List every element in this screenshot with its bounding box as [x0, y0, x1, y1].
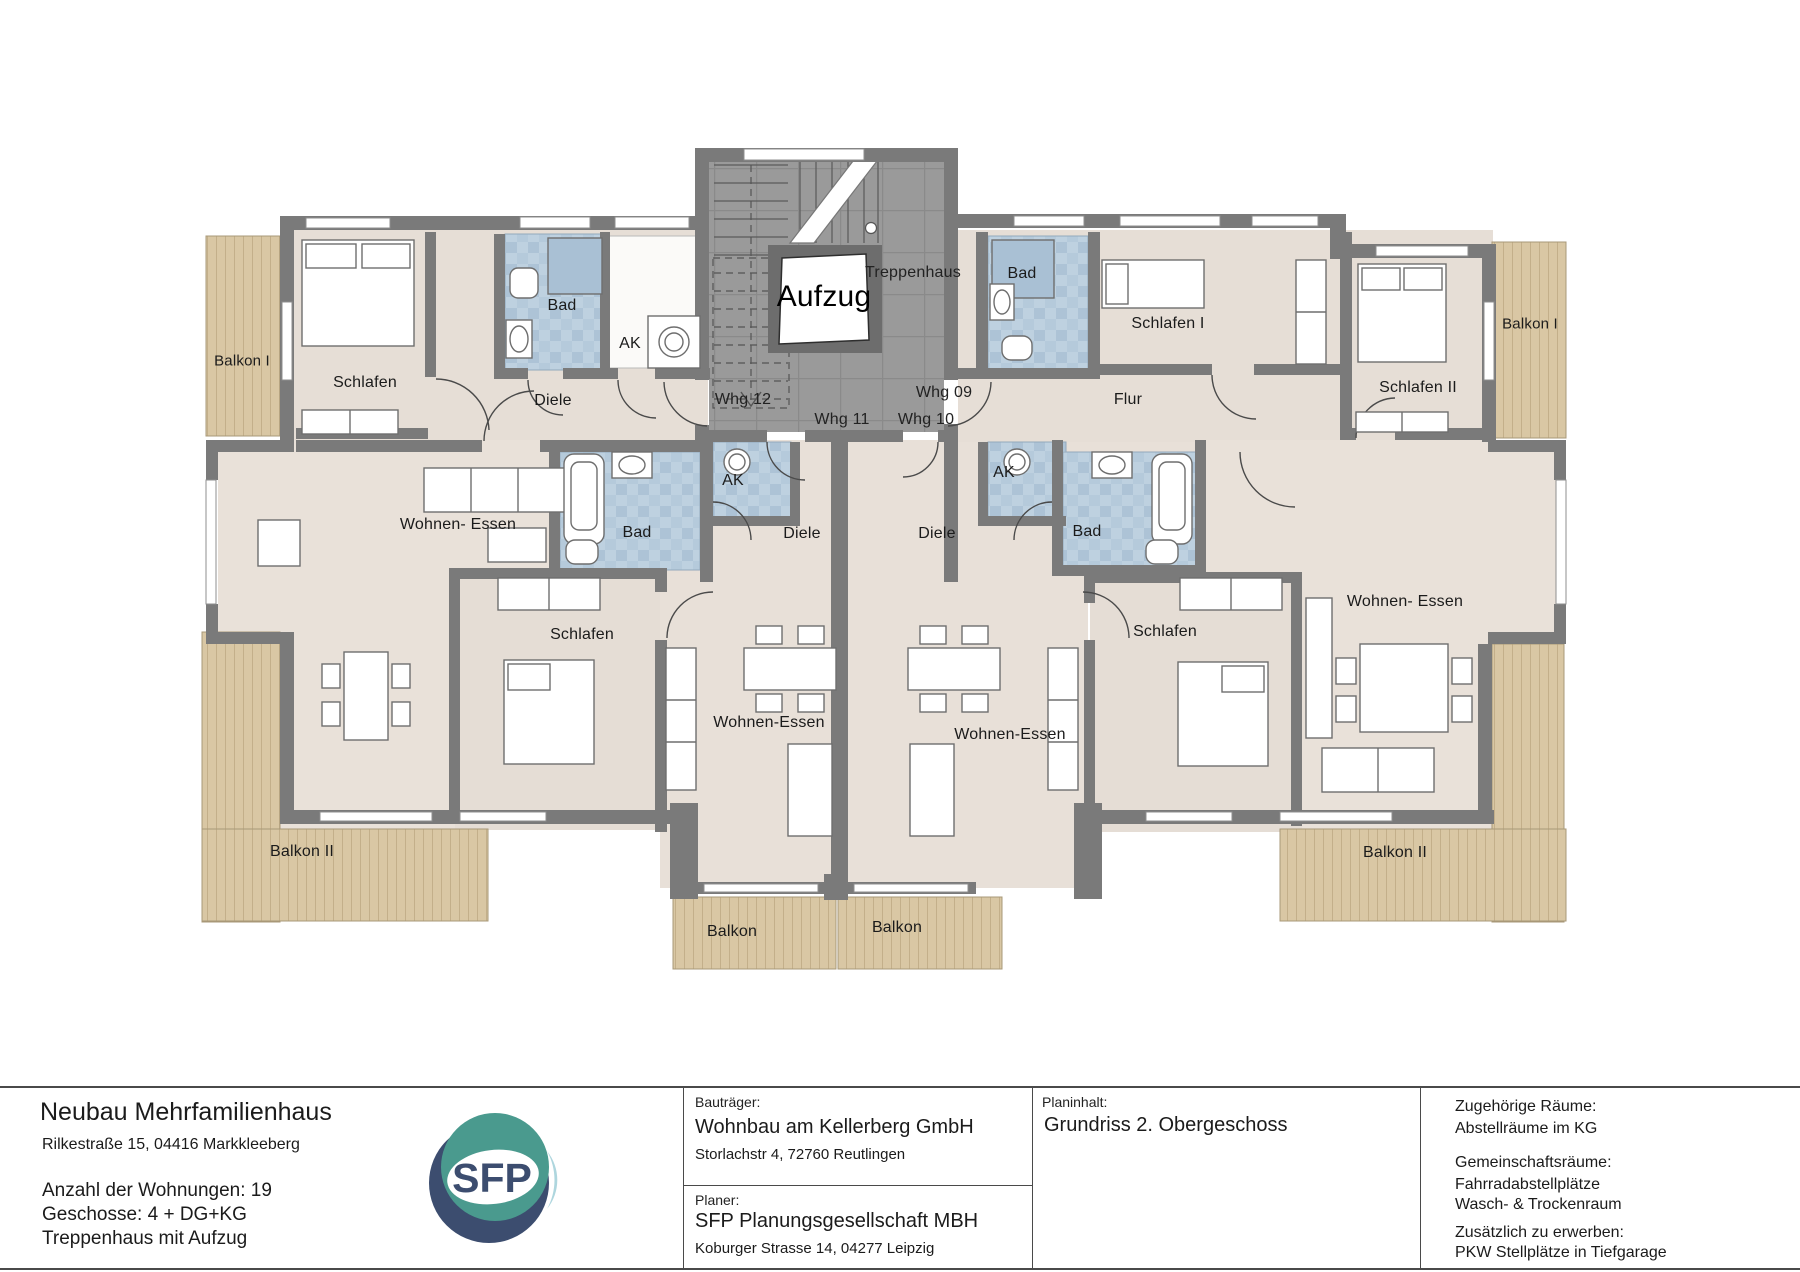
sfp-logo: SFP — [429, 1113, 558, 1243]
project-title: Neubau Mehrfamilienhaus — [40, 1098, 332, 1126]
note-community-2: Wasch- & Trockenraum — [1455, 1196, 1622, 1213]
windows — [205, 148, 1567, 893]
washing-machine-icon — [647, 315, 701, 369]
developer-name: Wohnbau am Kellerberg GmbH — [695, 1116, 974, 1138]
floor-plan: Balkon I Schlafen Bad AK Diele Wohnen- E… — [201, 148, 1567, 970]
elevator — [768, 245, 882, 353]
sink-icon — [505, 319, 533, 359]
stairs — [712, 151, 886, 409]
plan-content-label: Planinhalt: — [1042, 1094, 1108, 1110]
toilet-icon — [1145, 539, 1179, 565]
titleblock-divider-h — [683, 1185, 1032, 1186]
room-label-ak-whg11: AK — [722, 472, 744, 489]
note-community-label: Gemeinschaftsräume: — [1455, 1154, 1612, 1171]
room-label-treppenhaus: Treppenhaus — [865, 264, 961, 281]
project-fact-2: Geschosse: 4 + DG+KG — [42, 1204, 247, 1225]
bed — [1177, 661, 1269, 767]
developer-label: Bauträger: — [695, 1094, 761, 1110]
hall-label-whg10: Whg 10 — [897, 411, 955, 428]
sink-icon — [1091, 451, 1133, 479]
plan-content-name: Grundriss 2. Obergeschoss — [1044, 1114, 1288, 1136]
room-label-wohnen-whg11: Wohnen-Essen — [713, 714, 825, 731]
sink-icon — [611, 451, 653, 479]
note-rooms-value: Abstellräume im KG — [1455, 1120, 1598, 1137]
bathtub-icon — [563, 453, 605, 545]
room-label-balkon-whg10: Balkon — [871, 919, 923, 936]
room-label-schlafen1-whg09: Schlafen I — [1131, 315, 1205, 332]
room-label-aufzug: Aufzug — [776, 280, 872, 313]
note-community-1: Fahrradabstellplätze — [1455, 1176, 1600, 1193]
titleblock-divider-3 — [1420, 1088, 1421, 1268]
title-block: Neubau Mehrfamilienhaus Rilkestraße 15, … — [0, 1086, 1800, 1270]
balconies — [201, 235, 1567, 970]
titleblock-divider-2 — [1032, 1088, 1033, 1268]
door-swings — [435, 374, 1396, 639]
note-purchase-value: PKW Stellplätze in Tiefgarage — [1455, 1244, 1667, 1261]
room-label-balkon2-left: Balkon II — [269, 843, 335, 860]
room-label-balkon-whg11: Balkon — [706, 923, 758, 940]
washing-machine-icon — [723, 448, 751, 476]
titleblock-divider-1 — [683, 1088, 684, 1268]
room-label-schlafen-whg11: Schlafen — [550, 626, 614, 643]
room-label-schlafen2-whg09: Schlafen II — [1379, 379, 1457, 396]
double-bed — [301, 239, 415, 347]
hall-label-whg11: Whg 11 — [814, 411, 870, 428]
room-label-balkon1-left: Balkon I — [214, 352, 270, 370]
bathtub-icon — [1151, 453, 1193, 545]
bed — [1101, 259, 1205, 309]
room-label-bad-whg10: Bad — [1072, 523, 1102, 540]
room-label-schlafen-whg10: Schlafen — [1133, 623, 1197, 640]
toilet-icon — [1001, 335, 1033, 361]
note-rooms-label: Zugehörige Räume: — [1455, 1098, 1597, 1115]
room-label-schlafen-whg12: Schlafen — [333, 374, 397, 391]
sink-icon — [989, 283, 1015, 321]
project-fact-3: Treppenhaus mit Aufzug — [42, 1228, 248, 1249]
hall-label-whg09: Whg 09 — [915, 384, 973, 401]
sfp-logo-text: SFP — [452, 1155, 532, 1201]
toilet-icon — [565, 539, 599, 565]
room-label-wohnen-whg09: Wohnen- Essen — [1346, 593, 1464, 610]
room-label-bad-whg11: Bad — [622, 524, 652, 541]
planner-address: Koburger Strasse 14, 04277 Leipzig — [695, 1240, 935, 1257]
note-purchase-label: Zusätzlich zu erwerben: — [1455, 1224, 1624, 1241]
toilet-icon — [509, 267, 539, 299]
project-fact-1: Anzahl der Wohnungen: 19 — [42, 1180, 272, 1201]
bed — [503, 659, 595, 765]
room-label-diele-whg10: Diele — [918, 525, 956, 542]
room-label-bad-whg12: Bad — [547, 297, 577, 314]
planner-name: SFP Planungsgesellschaft MBH — [695, 1210, 979, 1232]
room-label-ak-whg10: AK — [993, 464, 1015, 481]
room-label-balkon1-right: Balkon I — [1502, 315, 1558, 333]
room-label-ak-whg12: AK — [619, 335, 641, 352]
room-label-wohnen-whg12: Wohnen- Essen — [399, 516, 517, 533]
room-label-diele-whg11: Diele — [783, 525, 821, 542]
room-label-balkon2-right: Balkon II — [1362, 844, 1428, 861]
room-label-bad-whg09: Bad — [1007, 265, 1037, 282]
project-address: Rilkestraße 15, 04416 Markkleeberg — [42, 1136, 300, 1153]
hall-label-whg12: Whg 12 — [714, 391, 772, 408]
room-label-wohnen-whg10: Wohnen-Essen — [954, 726, 1066, 743]
room-label-diele-whg12: Diele — [534, 392, 572, 409]
furniture — [257, 237, 1473, 837]
floor-plan-drawing — [201, 148, 1567, 970]
developer-address: Storlachstr 4, 72760 Reutlingen — [695, 1146, 906, 1163]
room-label-flur-whg09: Flur — [1113, 391, 1143, 408]
planner-label: Planer: — [695, 1192, 740, 1208]
double-bed — [1357, 263, 1447, 363]
washing-machine-icon — [1003, 448, 1031, 476]
